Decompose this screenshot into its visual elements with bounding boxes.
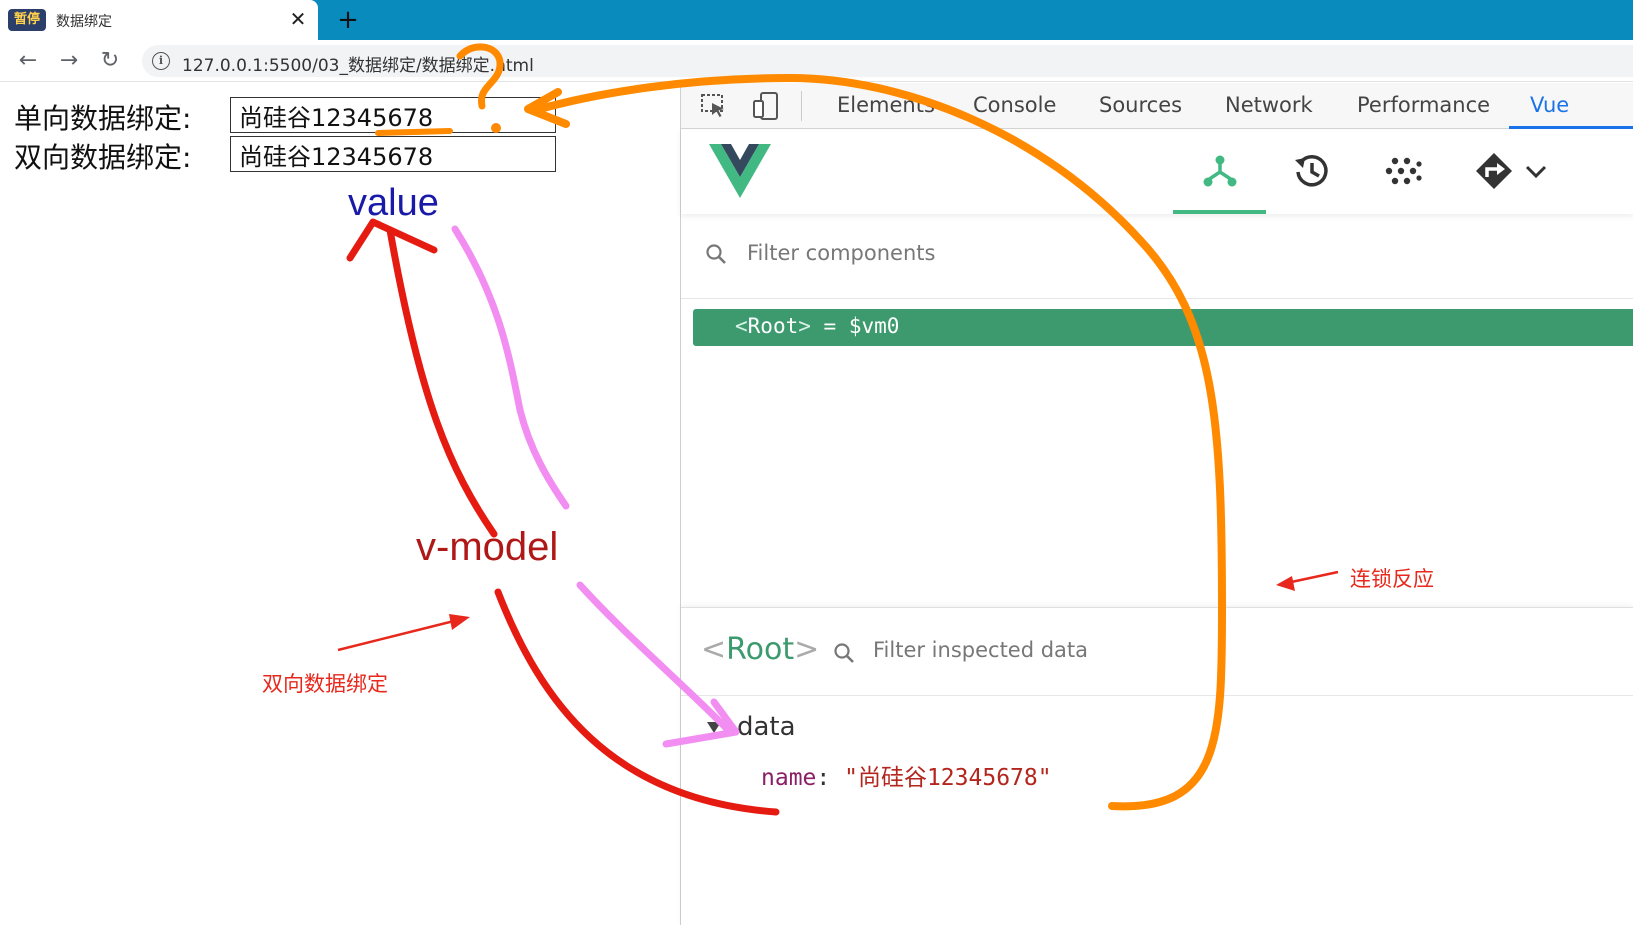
filter-inspected-data-input[interactable]: Filter inspected data bbox=[873, 638, 1089, 662]
favicon-icon: 暂停 bbox=[8, 9, 46, 31]
annotation-vmodel: v-model bbox=[416, 525, 559, 569]
inspect-element-icon[interactable] bbox=[699, 91, 729, 121]
two-way-input[interactable] bbox=[230, 136, 556, 172]
vue-logo-icon bbox=[709, 144, 771, 198]
components-tab-indicator bbox=[1173, 210, 1266, 214]
toolbar-separator bbox=[801, 91, 802, 121]
inspector-search-icon bbox=[834, 643, 854, 663]
address-bar: ← → ↻ i 127.0.0.1:5500/03_数据绑定/数据绑定.html bbox=[0, 40, 1633, 82]
root-item-text: <Root> = $vm0 bbox=[735, 314, 900, 338]
browser-tab[interactable]: 暂停 数据绑定 ✕ bbox=[0, 0, 318, 40]
one-way-label: 单向数据绑定: bbox=[14, 102, 192, 135]
tab-console[interactable]: Console bbox=[973, 93, 1057, 117]
devtools-panel: Elements Console Sources Network Perform… bbox=[680, 83, 1633, 925]
tab-close-icon[interactable]: ✕ bbox=[289, 7, 307, 31]
component-inspector: <Root> Filter inspected data data name: … bbox=[681, 607, 1633, 925]
devtools-toolbar: Elements Console Sources Network Perform… bbox=[681, 83, 1633, 129]
annotation-two-way-binding: 双向数据绑定 bbox=[262, 672, 388, 696]
inspector-root-title: <Root> bbox=[701, 632, 820, 667]
annotation-value: value bbox=[348, 182, 439, 224]
search-icon bbox=[706, 244, 726, 264]
collapse-triangle-icon bbox=[707, 722, 721, 733]
filter-components-input[interactable]: Filter components bbox=[747, 241, 936, 265]
tab-vue[interactable]: Vue bbox=[1530, 93, 1570, 117]
active-tab-indicator bbox=[1509, 126, 1633, 129]
one-way-input[interactable] bbox=[230, 97, 556, 133]
two-way-label: 双向数据绑定: bbox=[14, 141, 192, 174]
url-text: 127.0.0.1:5500/03_数据绑定/数据绑定.html bbox=[182, 56, 534, 76]
device-toggle-icon[interactable] bbox=[751, 91, 781, 121]
vue-devtools-header bbox=[681, 130, 1633, 214]
tab-network[interactable]: Network bbox=[1225, 93, 1313, 117]
component-filter: Filter components bbox=[681, 223, 1633, 299]
tab-title: 数据绑定 bbox=[56, 14, 112, 30]
reload-icon[interactable]: ↻ bbox=[100, 48, 120, 73]
component-tree-item-root[interactable]: <Root> = $vm0 bbox=[693, 309, 1633, 346]
data-section-toggle[interactable]: data bbox=[707, 712, 796, 742]
tab-strip: 暂停 数据绑定 ✕ + bbox=[0, 0, 1633, 40]
forward-icon[interactable]: → bbox=[59, 48, 79, 73]
vuex-dots-icon[interactable] bbox=[1385, 152, 1423, 190]
data-property-name[interactable]: name: "尚硅谷12345678" bbox=[761, 765, 1052, 791]
tab-sources[interactable]: Sources bbox=[1099, 93, 1183, 117]
inspector-header: <Root> Filter inspected data bbox=[681, 608, 1633, 696]
tab-elements[interactable]: Elements bbox=[837, 93, 935, 117]
timeline-history-icon[interactable] bbox=[1293, 152, 1331, 190]
new-tab-button[interactable]: + bbox=[337, 5, 359, 35]
chevron-down-icon[interactable] bbox=[1523, 152, 1549, 190]
routing-icon[interactable] bbox=[1475, 152, 1515, 190]
tab-performance[interactable]: Performance bbox=[1357, 93, 1491, 117]
site-info-icon[interactable]: i bbox=[152, 52, 170, 70]
components-icon[interactable] bbox=[1201, 152, 1239, 190]
back-icon[interactable]: ← bbox=[18, 48, 38, 73]
annotation-chain-reaction: 连锁反应 bbox=[1350, 567, 1434, 591]
page-content: 单向数据绑定: 双向数据绑定: bbox=[0, 83, 680, 925]
url-field[interactable]: i 127.0.0.1:5500/03_数据绑定/数据绑定.html bbox=[142, 45, 1633, 77]
